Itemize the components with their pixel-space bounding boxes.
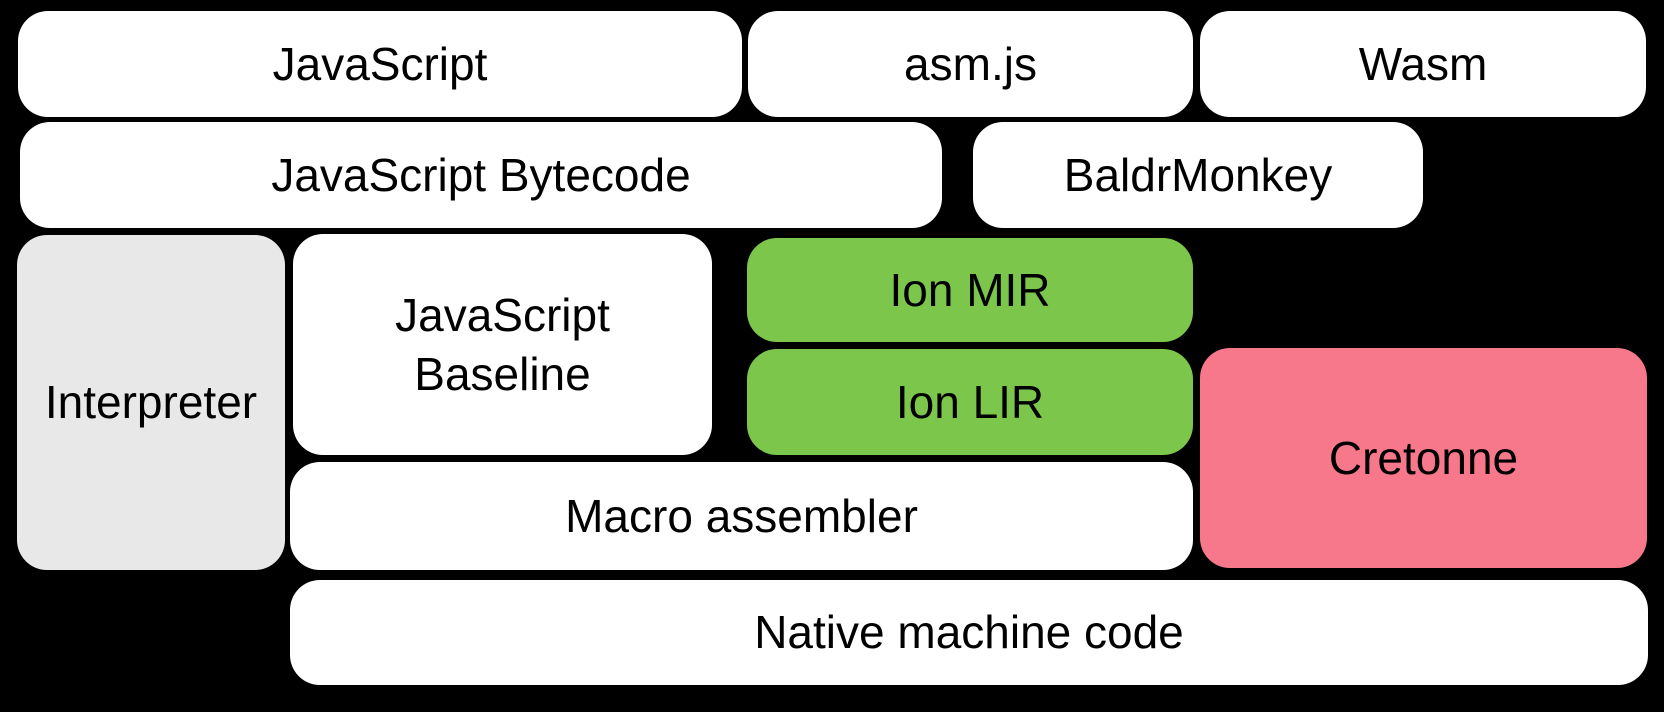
node-interpreter: Interpreter xyxy=(17,235,285,570)
node-native-machine-code: Native machine code xyxy=(290,580,1648,685)
node-cretonne: Cretonne xyxy=(1200,348,1647,568)
node-javascript-baseline: JavaScript Baseline xyxy=(293,234,712,455)
node-javascript-bytecode: JavaScript Bytecode xyxy=(20,122,942,228)
node-macro-assembler: Macro assembler xyxy=(290,462,1193,570)
node-javascript: JavaScript xyxy=(18,11,742,117)
node-wasm: Wasm xyxy=(1200,11,1646,117)
node-ion-mir: Ion MIR xyxy=(747,238,1193,342)
node-asmjs: asm.js xyxy=(748,11,1193,117)
node-baldrmonkey: BaldrMonkey xyxy=(973,122,1423,228)
node-ion-lir: Ion LIR xyxy=(747,349,1193,455)
